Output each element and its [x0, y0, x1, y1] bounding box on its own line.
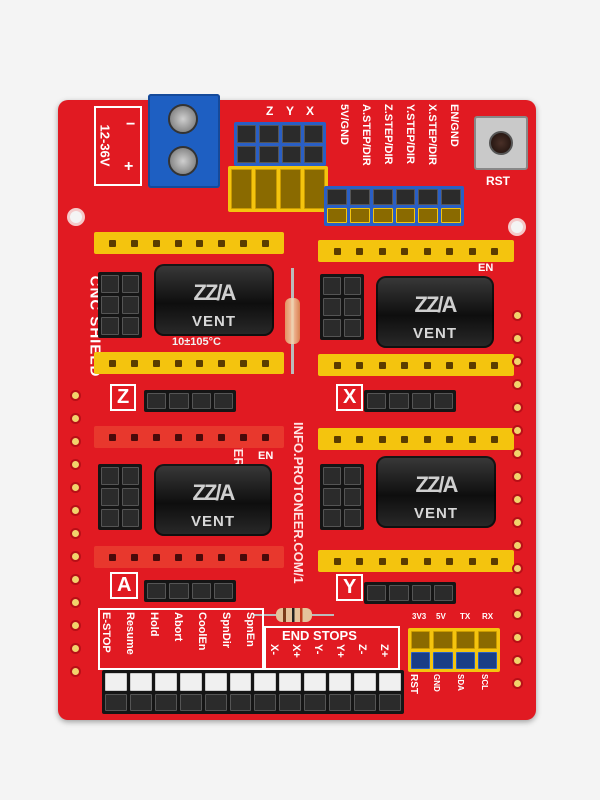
control-label-estop: E-STOP: [100, 612, 112, 653]
endstop-header-x: [364, 390, 456, 412]
microstep-header-a: [98, 464, 142, 530]
left-pin-pads: [70, 390, 84, 690]
capacitor-a: ZZ/A VENT: [154, 464, 272, 536]
i2c-top-labels: 3V3 5V TX RX: [408, 612, 502, 628]
reset-label: RST: [486, 174, 510, 188]
endstop-title: END STOPS: [282, 628, 357, 643]
i2c-label: RX: [482, 612, 494, 621]
endstop-header-y: [364, 582, 456, 604]
axis-label-z: Z: [110, 384, 137, 411]
signal-label: EN/GND: [448, 104, 460, 147]
power-terminal-block: [148, 94, 220, 188]
capacitor-y: ZZ/A VENT: [376, 456, 496, 528]
endstop-label-x-plus: X+: [290, 644, 302, 658]
mount-hole: [67, 208, 85, 226]
board-url: INFO.PROTONEER.COM/1: [291, 422, 306, 584]
i2c-label: SCL: [480, 674, 489, 690]
glass-diode: [284, 268, 302, 374]
axis-label-y: Y: [336, 574, 364, 601]
control-label-resume: Resume: [124, 612, 136, 655]
i2c-label: 3V3: [412, 612, 427, 621]
mount-hole: [508, 218, 526, 236]
signal-label: X.STEP/DIR: [426, 104, 438, 166]
driver-socket-y-bottom: [318, 550, 514, 572]
top-blue-jumper-header: [234, 122, 326, 166]
right-pin-pads: [512, 310, 526, 700]
driver-socket-x-top: [318, 240, 514, 262]
i2c-label: 5V: [436, 612, 446, 621]
capacitor-logo: ZZ/A: [193, 280, 237, 305]
i2c-header: [408, 628, 500, 672]
control-label-abort: Abort: [172, 612, 184, 642]
microstep-header-y: [320, 464, 364, 530]
signal-label: Z.STEP/DIR: [382, 104, 394, 165]
driver-socket-a-bottom: [94, 546, 284, 568]
driver-socket-a-top: [94, 426, 284, 448]
capacitor-logo: ZZ/A: [414, 292, 458, 317]
endstop-label-z-plus: Z+: [378, 644, 390, 658]
capacitor-brand: VENT: [412, 325, 457, 342]
terminal-screw: [168, 104, 198, 134]
cnc-shield-board: 12-36V − + X Y Z EN/GND X.STEP/DIR Y.STE…: [58, 94, 536, 720]
microstep-header-x: [320, 274, 364, 340]
endstop-labels-box: [264, 626, 400, 670]
capacitor-brand: VENT: [190, 513, 235, 530]
capacitor-z: ZZ/A VENT: [154, 264, 274, 336]
microstep-header-z: [98, 272, 142, 338]
capacitor-x: ZZ/A VENT: [376, 276, 494, 348]
signal-label: 5V/GND: [338, 104, 350, 145]
reset-button[interactable]: [474, 116, 528, 170]
power-voltage-label: 12-36V: [97, 124, 113, 167]
power-label-box: [94, 106, 142, 186]
capacitor-logo: ZZ/A: [415, 472, 459, 497]
capacitor-brand: VENT: [191, 313, 236, 330]
driver-socket-y-top: [318, 428, 514, 450]
top-axis-label-x: X: [306, 104, 315, 118]
terminal-screw: [168, 146, 198, 176]
endstop-header-a: [144, 580, 236, 602]
capacitor-rating: 10±105°C: [172, 336, 221, 348]
endstop-label-y-minus: Y-: [312, 644, 324, 655]
top-axis-label-z: Z: [266, 104, 274, 118]
top-yellow-jumper-header: [228, 166, 328, 212]
signal-labels: EN/GND X.STEP/DIR Y.STEP/DIR Z.STEP/DIR …: [336, 104, 472, 188]
enable-label-x: EN: [478, 262, 494, 274]
reset-button-cap[interactable]: [489, 131, 513, 155]
control-label-hold: Hold: [148, 612, 160, 637]
signal-label: A.STEP/DIR: [360, 104, 372, 166]
signal-label: Y.STEP/DIR: [404, 104, 416, 164]
endstop-label-x-minus: X-: [268, 644, 280, 655]
i2c-label: SDA: [456, 674, 465, 691]
axis-label-a: A: [110, 572, 139, 599]
power-plus-label: +: [124, 158, 134, 175]
power-minus-label: −: [126, 116, 136, 133]
i2c-label: TX: [460, 612, 471, 621]
endstop-header-z: [144, 390, 236, 412]
driver-socket-z-bottom: [94, 352, 284, 374]
control-label-spndir: SpnDir: [220, 612, 232, 649]
i2c-label: GND: [432, 674, 441, 692]
control-label-coolen: CoolEn: [196, 612, 208, 651]
endstop-label-z-minus: Z-: [356, 644, 368, 655]
top-axis-label-y: Y: [286, 104, 295, 118]
capacitor-brand: VENT: [413, 505, 458, 522]
i2c-bottom-labels: GND SDA SCL: [432, 674, 502, 704]
enable-label-a: EN: [258, 450, 274, 462]
step-dir-header: [324, 186, 464, 226]
control-label-spnen: SpnEn: [244, 612, 256, 647]
endstop-label-y-plus: Y+: [334, 644, 346, 658]
driver-socket-x-bottom: [318, 354, 514, 376]
control-labels-box: [98, 608, 264, 670]
axis-label-x: X: [336, 384, 364, 411]
capacitor-logo: ZZ/A: [192, 480, 236, 505]
driver-socket-z-top: [94, 232, 284, 254]
control-endstop-header: [102, 670, 404, 714]
rst-bottom-label: RST: [408, 674, 419, 694]
resistor: [254, 608, 334, 622]
